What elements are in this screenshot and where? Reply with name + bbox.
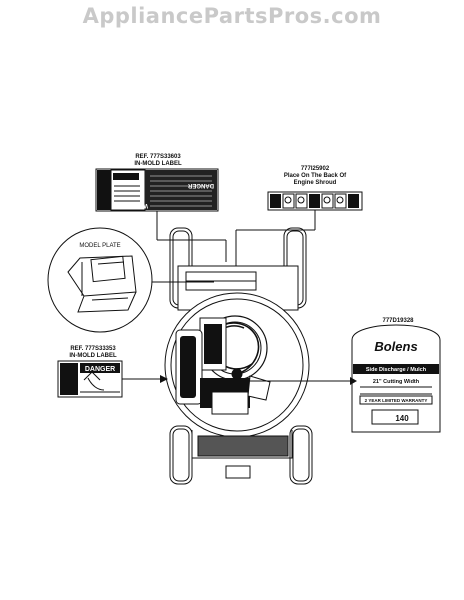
top-decal-danger-text: DANGER xyxy=(187,182,214,188)
engine xyxy=(175,315,271,415)
top-label-type: IN-MOLD LABEL xyxy=(134,161,182,167)
model-plate-text: MODEL PLATE xyxy=(79,243,120,249)
shroud-label-line2: Place On The Back Of xyxy=(283,173,347,179)
top-decal-warning-text: WARNING xyxy=(119,202,148,208)
brand-line3-text: 2 YEAR LIMITED WARRANTY xyxy=(365,398,428,403)
model-plate xyxy=(67,255,137,313)
brand-name-text: Bolens xyxy=(374,339,417,354)
top-warning-decal xyxy=(95,168,219,212)
shroud-label-part: 777I25902 xyxy=(300,166,330,172)
shroud-icon-strip xyxy=(267,191,363,211)
side-label-ref: REF. 777S33353 xyxy=(70,346,116,352)
top-label-ref: REF. 777S33603 xyxy=(135,154,181,160)
brand-line1-text: Side Discharge / Mulch xyxy=(366,367,427,373)
brand-decal xyxy=(351,324,441,433)
brand-size-text: 140 xyxy=(395,414,409,423)
side-decal-danger-text: DANGER xyxy=(85,366,115,373)
watermark-text: AppliancePartsPros.com xyxy=(82,4,382,28)
shroud-label-line3: Engine Shroud xyxy=(293,180,337,186)
brand-decal-part: 777D19328 xyxy=(382,318,414,324)
side-label-type: IN-MOLD LABEL xyxy=(69,353,117,359)
brand-line2-text: 21" Cutting Width xyxy=(373,379,420,385)
